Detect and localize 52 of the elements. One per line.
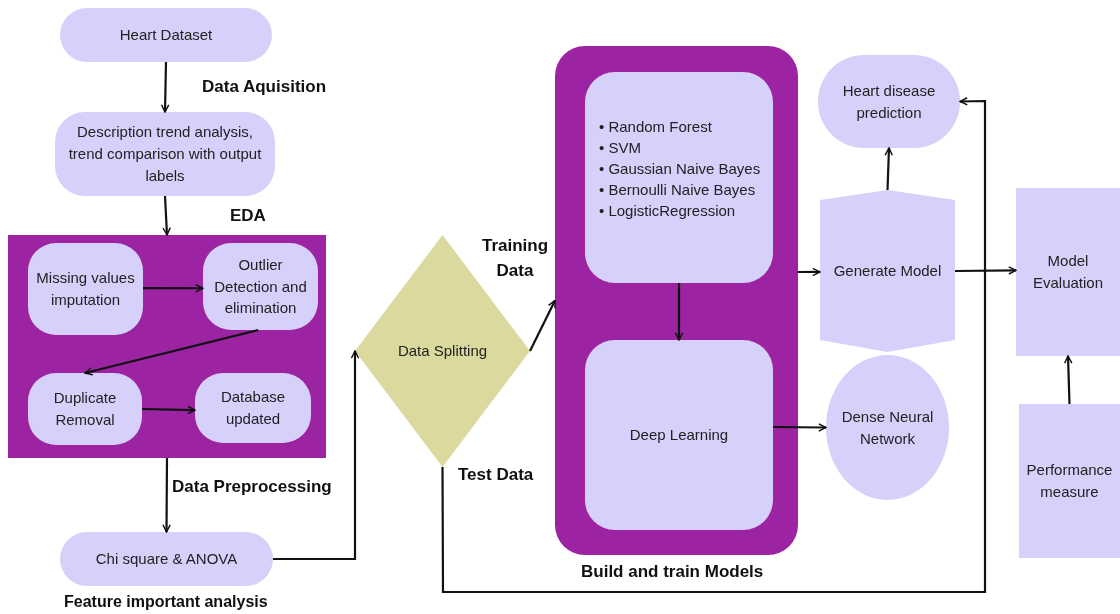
process-box — [585, 340, 773, 530]
node-label: Outlier Detection and elimination — [213, 254, 308, 319]
process-box — [195, 373, 311, 443]
terminal-pill — [60, 8, 272, 62]
arrow — [273, 350, 360, 561]
arrow — [160, 61, 170, 113]
arrow — [1063, 355, 1073, 405]
arrow — [955, 266, 1017, 275]
arrow — [773, 423, 827, 432]
group-heading: Build and train Models — [581, 562, 764, 582]
list-item: • Bernoulli Naive Bayes — [598, 180, 757, 200]
node-label: Dense Neural Network — [840, 406, 935, 449]
node-label: Model Evaluation — [1031, 251, 1105, 293]
process-box — [28, 373, 142, 445]
process-box — [1019, 404, 1120, 558]
node-label: Heart Dataset — [118, 25, 214, 46]
process-box — [1016, 188, 1120, 356]
node-label: Performance measure — [1025, 460, 1114, 502]
node-label: Duplicate Removal — [52, 388, 118, 430]
edge-label: Training Data — [480, 235, 550, 282]
node-label: Chi square & ANOVA — [94, 549, 239, 570]
terminal-pill — [60, 532, 273, 586]
edge-label: Data Preprocessing — [172, 477, 332, 497]
arrow — [529, 299, 556, 352]
arrow — [162, 458, 171, 533]
arrow — [162, 195, 171, 236]
process-box — [55, 112, 275, 196]
node-label: Heart disease prediction — [841, 80, 937, 123]
list-item: • SVM — [598, 138, 642, 158]
arrow — [674, 283, 684, 341]
edge-label: Data Aquisition — [202, 77, 327, 97]
process-box — [585, 72, 773, 283]
node-label: Deep Learning — [628, 425, 730, 446]
node-label: Missing values imputation — [35, 268, 136, 310]
node-label: Data Splitting — [396, 341, 489, 362]
node-label: Generate Model — [832, 261, 943, 282]
arrow — [84, 328, 259, 376]
arrow — [441, 97, 987, 594]
node-label: Database updated — [219, 387, 287, 429]
arrow — [143, 283, 204, 293]
node-label: Feature important analysis — [64, 593, 268, 611]
process-box — [28, 243, 143, 335]
node-label: Description trend analysis, trend comparison with output labels — [67, 122, 263, 186]
process-box — [203, 243, 318, 330]
list-item: • Gaussian Naive Bayes — [598, 159, 762, 179]
arrow — [884, 147, 894, 191]
arrow — [798, 267, 821, 277]
arrow — [141, 405, 196, 415]
list-item: • LogisticRegression — [598, 201, 737, 221]
group-heading: EDA — [230, 206, 266, 226]
edge-label: Test Data — [458, 465, 534, 485]
list-item: • Random Forest — [598, 117, 713, 137]
